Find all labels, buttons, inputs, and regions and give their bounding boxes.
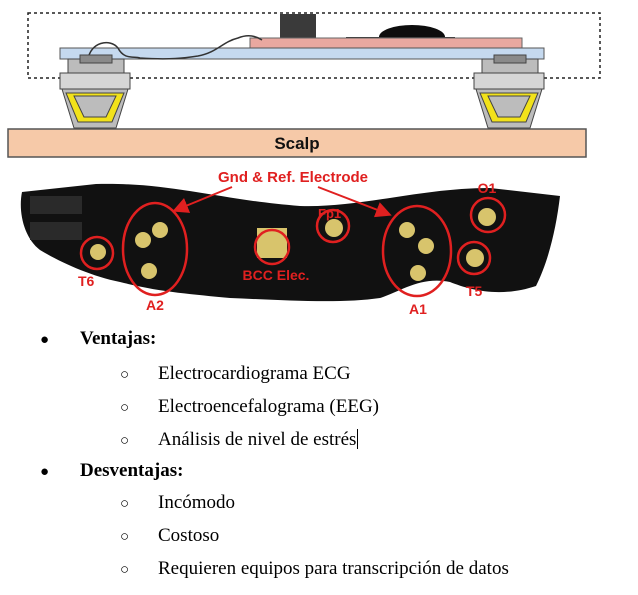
list-item: ○Requieren equipos para transcripción de… (120, 558, 509, 580)
electrode-t5-label: T5 (466, 283, 483, 299)
electrode-a2-pad (141, 263, 157, 279)
electrode-a2-pad (152, 222, 168, 238)
electrode-t6-pad (90, 244, 106, 260)
electrode-a1-pad (418, 238, 434, 254)
electrode-t5-pad (466, 249, 484, 267)
hollow-bullet-icon: ○ (120, 433, 158, 450)
chip-board (250, 38, 522, 49)
advantages-title: Ventajas: (80, 328, 156, 349)
electrode-a1-pad (410, 265, 426, 281)
electrode-fp1-label: Fp1 (318, 206, 341, 221)
list-item: ○Costoso (120, 525, 219, 547)
hollow-bullet-icon: ○ (120, 496, 158, 513)
disadvantages-title: Desventajas: (80, 460, 183, 481)
bullet-icon: ● (40, 332, 80, 349)
chip (280, 14, 316, 40)
disadvantages-heading: ●Desventajas: (40, 460, 183, 482)
gnd-ref-label: Gnd & Ref. Electrode (218, 169, 368, 186)
electrode-a2-pad (135, 232, 151, 248)
right-snap-connector (474, 55, 544, 128)
velcro-strip (30, 196, 82, 214)
hollow-bullet-icon: ○ (120, 529, 158, 546)
electrode-a1-label: A1 (409, 301, 427, 317)
text-cursor (357, 429, 358, 449)
advantages-heading: ●Ventajas: (40, 328, 156, 350)
electrode-t6-label: T6 (78, 273, 95, 289)
electrode-a2-label: A2 (146, 297, 164, 313)
electrode-fp1-pad (325, 219, 343, 237)
electrode-o1-label: O1 (478, 180, 497, 196)
electrode-o1-pad (478, 208, 496, 226)
eeg-device-diagram: Scalp Gnd & Ref. Electrode T6 A2 BCC Ele… (0, 0, 638, 326)
electrode-bcc-label: BCC Elec. (243, 267, 310, 283)
left-snap-connector (60, 55, 130, 128)
electrode-a1-pad (399, 222, 415, 238)
hollow-bullet-icon: ○ (120, 562, 158, 579)
velcro-strip (30, 222, 82, 240)
list-item: ○Electrocardiograma ECG (120, 363, 351, 385)
list-item: ○Electroencefalograma (EEG) (120, 396, 379, 418)
list-item: ○Incómodo (120, 492, 235, 514)
bullet-icon: ● (40, 464, 80, 481)
scalp-label: Scalp (274, 134, 319, 153)
hollow-bullet-icon: ○ (120, 400, 158, 417)
list-item: ○Análisis de nivel de estrés (120, 429, 358, 451)
hollow-bullet-icon: ○ (120, 367, 158, 384)
